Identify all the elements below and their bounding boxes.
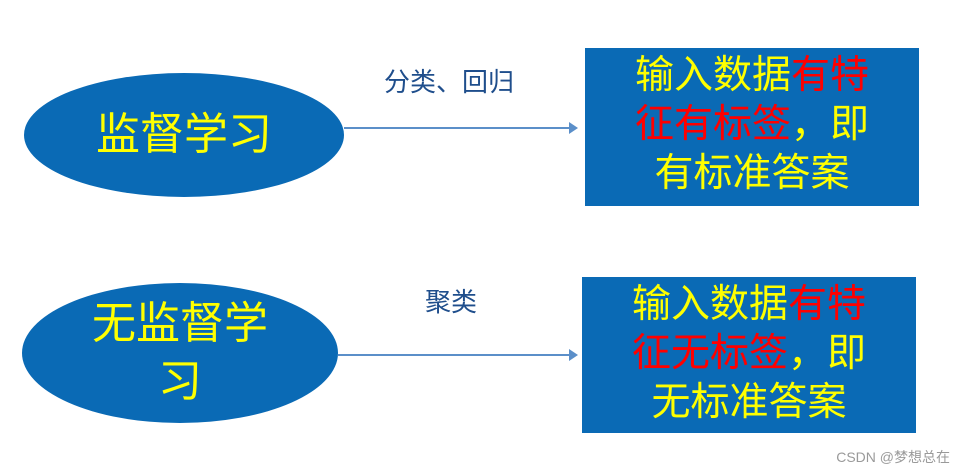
supervised-learning-label: 监督学习 xyxy=(96,109,272,160)
supervised-line2-suffix: ，即 xyxy=(791,102,870,147)
unsupervised-line1-highlight: 有特 xyxy=(788,282,867,327)
supervised-line2-highlight: 征有标签 xyxy=(634,102,791,147)
supervised-result-line3: 有标准答案 xyxy=(654,151,850,196)
unsupervised-learning-label: 无监督学习 xyxy=(92,298,268,407)
unsupervised-result-line1: 输入数据有特 xyxy=(582,280,916,329)
unsupervised-line2-suffix: ，即 xyxy=(788,331,867,376)
supervised-result-line1: 输入数据有特 xyxy=(585,51,919,100)
unsupervised-result-line2: 征无标签，即 xyxy=(582,329,916,378)
unsupervised-result-box: 输入数据有特 征无标签，即 无标准答案 xyxy=(582,277,916,433)
watermark: CSDN @梦想总在 xyxy=(836,449,950,465)
supervised-result-line2: 征有标签，即 xyxy=(585,100,919,149)
unsupervised-line1-prefix: 输入数据 xyxy=(631,282,788,327)
supervised-arrow xyxy=(344,122,578,134)
supervised-learning-node: 监督学习 xyxy=(24,73,344,197)
unsupervised-edge-label: 聚类 xyxy=(425,288,478,318)
supervised-line1-prefix: 输入数据 xyxy=(634,53,791,98)
unsupervised-result-line3: 无标准答案 xyxy=(651,380,847,425)
unsupervised-learning-node: 无监督学习 xyxy=(22,283,338,423)
unsupervised-line2-highlight: 征无标签 xyxy=(631,331,788,376)
supervised-edge-label: 分类、回归 xyxy=(384,68,515,98)
supervised-line1-highlight: 有特 xyxy=(791,53,870,98)
unsupervised-arrow xyxy=(338,349,578,361)
supervised-result-box: 输入数据有特 征有标签，即 有标准答案 xyxy=(585,48,919,206)
